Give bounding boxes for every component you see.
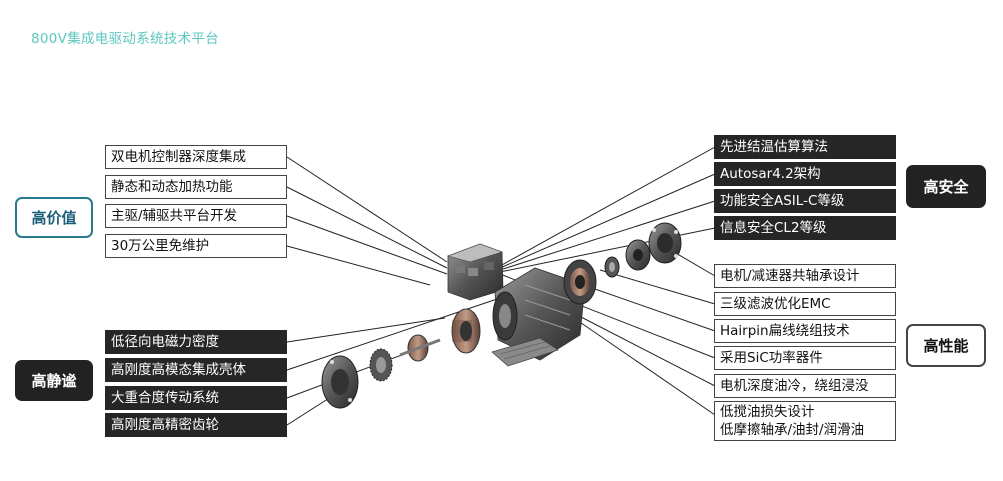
shaft-part bbox=[399, 334, 441, 362]
connector-line bbox=[499, 146, 716, 267]
feature-line-2: 低摩擦轴承/油封/润滑油 bbox=[720, 422, 865, 438]
badge-high-safety: 高安全 bbox=[906, 165, 986, 208]
badge-high-quiet: 高静谧 bbox=[15, 360, 93, 401]
feature-box-left-bottom-2: 高刚度高模态集成壳体 bbox=[105, 358, 287, 382]
pcb-part bbox=[491, 337, 559, 367]
feature-box-left-top-3: 主驱/辅驱共平台开发 bbox=[105, 204, 287, 228]
feature-box-right-top-3: 功能安全ASIL-C等级 bbox=[714, 189, 896, 213]
feature-box-left-top-4: 30万公里免维护 bbox=[105, 234, 287, 258]
connector-line bbox=[499, 173, 716, 269]
feature-box-left-top-1: 双电机控制器深度集成 bbox=[105, 145, 287, 169]
connector-line bbox=[499, 200, 716, 271]
feature-box-right-bottom-2: 三级滤波优化EMC bbox=[714, 292, 896, 316]
feature-box-left-bottom-3: 大重合度传动系统 bbox=[105, 386, 287, 410]
end-cover-part bbox=[648, 222, 682, 264]
feature-box-right-bottom-5: 电机深度油冷，绕组浸没 bbox=[714, 374, 896, 398]
connector-line bbox=[554, 304, 716, 416]
connector-line bbox=[286, 186, 448, 269]
page-title: 800V集成电驱动系统技术平台 bbox=[31, 31, 220, 47]
feature-box-right-bottom-6: 低搅油损失设计 低摩擦轴承/油封/润滑油 bbox=[714, 401, 896, 441]
feature-line-1: 低搅油损失设计 bbox=[720, 404, 815, 420]
motor-controller-part bbox=[447, 243, 504, 301]
feature-box-right-top-1: 先进结温估算算法 bbox=[714, 135, 896, 159]
feature-box-left-top-2: 静态和动态加热功能 bbox=[105, 175, 287, 199]
connector-line bbox=[599, 269, 716, 305]
feature-box-right-bottom-3: Hairpin扁线绕组技术 bbox=[714, 319, 896, 343]
badge-high-performance: 高性能 bbox=[906, 324, 986, 367]
badge-high-value: 高价值 bbox=[15, 197, 93, 238]
gear-part bbox=[369, 348, 393, 382]
feature-box-right-bottom-1: 电机/减速器共轴承设计 bbox=[714, 264, 896, 288]
bearing-part bbox=[604, 256, 620, 278]
feature-box-left-bottom-4: 高刚度高精密齿轮 bbox=[105, 413, 287, 437]
feature-box-right-top-4: 信息安全CL2等级 bbox=[714, 216, 896, 240]
stator-part bbox=[563, 259, 597, 305]
connector-line bbox=[286, 245, 431, 286]
feature-box-right-top-2: Autosar4.2架构 bbox=[714, 162, 896, 186]
connector-line bbox=[286, 317, 446, 343]
connector-line bbox=[574, 281, 716, 332]
end-cover-left-part bbox=[321, 355, 359, 409]
feature-box-right-bottom-4: 采用SiC功率器件 bbox=[714, 346, 896, 370]
differential-part bbox=[625, 239, 651, 271]
connector-line bbox=[286, 215, 448, 275]
connector-line bbox=[286, 156, 448, 263]
feature-box-left-bottom-1: 低径向电磁力密度 bbox=[105, 330, 287, 354]
motor-housing-part bbox=[492, 267, 586, 361]
rotor-part bbox=[451, 308, 481, 354]
